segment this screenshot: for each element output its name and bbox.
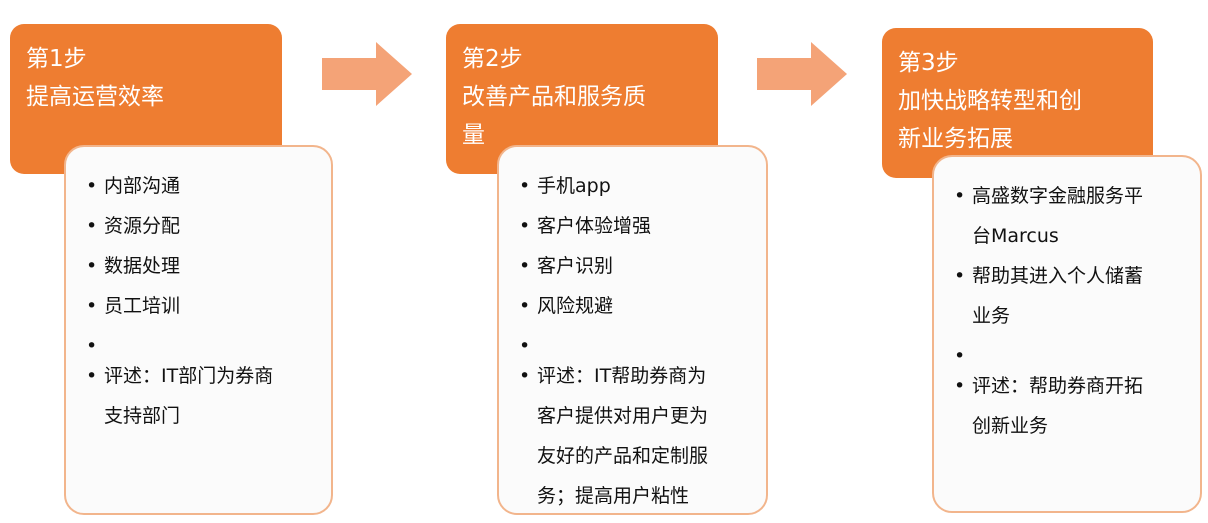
spacer (519, 326, 754, 366)
step-1-title: 第1步 (26, 46, 87, 72)
step-3-bullet-list: 高盛数字金融服务平 台Marcus 帮助其进入个人储蓄 业务 评述：帮助券商开拓… (954, 176, 1190, 446)
step-3-comment-line: 评述：帮助券商开拓 (972, 375, 1144, 397)
spacer (86, 326, 315, 366)
step-3-title: 第3步 (898, 50, 959, 76)
step-2-title: 第2步 (462, 46, 523, 72)
step-3-comment: 评述：帮助券商开拓 创新业务 (954, 366, 1190, 446)
step-1-bullet: 数据处理 (86, 246, 315, 286)
step-3-bullet: 帮助其进入个人储蓄 业务 (954, 256, 1190, 336)
step-1-comment: 评述：IT部门为券商 支持部门 (86, 356, 315, 436)
step-3-bullet-line: 帮助其进入个人储蓄 (972, 265, 1144, 287)
step-2-bullet: 手机app (519, 166, 754, 206)
step-2-bullet: 客户识别 (519, 246, 754, 286)
step-1-subtitle-line-1: 提高运营效率 (26, 84, 164, 110)
step-1-bullet: 资源分配 (86, 206, 315, 246)
arrow-right-icon (757, 42, 847, 106)
step-1-bullet: 内部沟通 (86, 166, 315, 206)
arrow-right-icon (322, 42, 412, 106)
step-1-comment-line: 评述：IT部门为券商 (104, 365, 274, 387)
step-2-bullet: 风险规避 (519, 286, 754, 326)
step-3-subtitle-line-1: 加快战略转型和创 (898, 88, 1082, 114)
step-3-card: 高盛数字金融服务平 台Marcus 帮助其进入个人储蓄 业务 评述：帮助券商开拓… (932, 155, 1202, 513)
step-3-bullet-line: 业务 (972, 305, 1011, 327)
step-3-bullet-line: 高盛数字金融服务平 (972, 185, 1144, 207)
step-2-bullet: 客户体验增强 (519, 206, 754, 246)
step-3-subtitle-line-2: 新业务拓展 (898, 126, 1013, 152)
step-3-bullet: 高盛数字金融服务平 台Marcus (954, 176, 1190, 256)
step-2-comment-line: 务；提高用户粘性 (537, 485, 690, 507)
step-1-bullet: 员工培训 (86, 286, 315, 326)
step-2-comment-line: 评述：IT帮助券商为 (537, 365, 707, 387)
step-3-comment-line: 创新业务 (972, 415, 1049, 437)
step-1-card: 内部沟通 资源分配 数据处理 员工培训 评述：IT部门为券商 支持部门 (64, 145, 333, 515)
step-2-comment-line: 客户提供对用户更为 (537, 405, 709, 427)
step-2-subtitle-line-2: 量 (462, 122, 485, 148)
step-2-comment: 评述：IT帮助券商为 客户提供对用户更为 友好的产品和定制服 务；提高用户粘性 (519, 356, 754, 516)
step-2-comment-line: 友好的产品和定制服 (537, 445, 709, 467)
step-1-comment-line: 支持部门 (104, 405, 181, 427)
step-3-bullet-line: 台Marcus (972, 225, 1059, 247)
step-2-card: 手机app 客户体验增强 客户识别 风险规避 评述：IT帮助券商为 客户提供对用… (497, 145, 768, 515)
spacer (954, 336, 1190, 376)
step-2-bullet-list: 手机app 客户体验增强 客户识别 风险规避 评述：IT帮助券商为 客户提供对用… (519, 166, 754, 516)
step-3-header: 第3步 加快战略转型和创 新业务拓展 (882, 28, 1153, 178)
step-1-bullet-list: 内部沟通 资源分配 数据处理 员工培训 评述：IT部门为券商 支持部门 (86, 166, 315, 436)
step-2-subtitle-line-1: 改善产品和服务质 (462, 84, 646, 110)
